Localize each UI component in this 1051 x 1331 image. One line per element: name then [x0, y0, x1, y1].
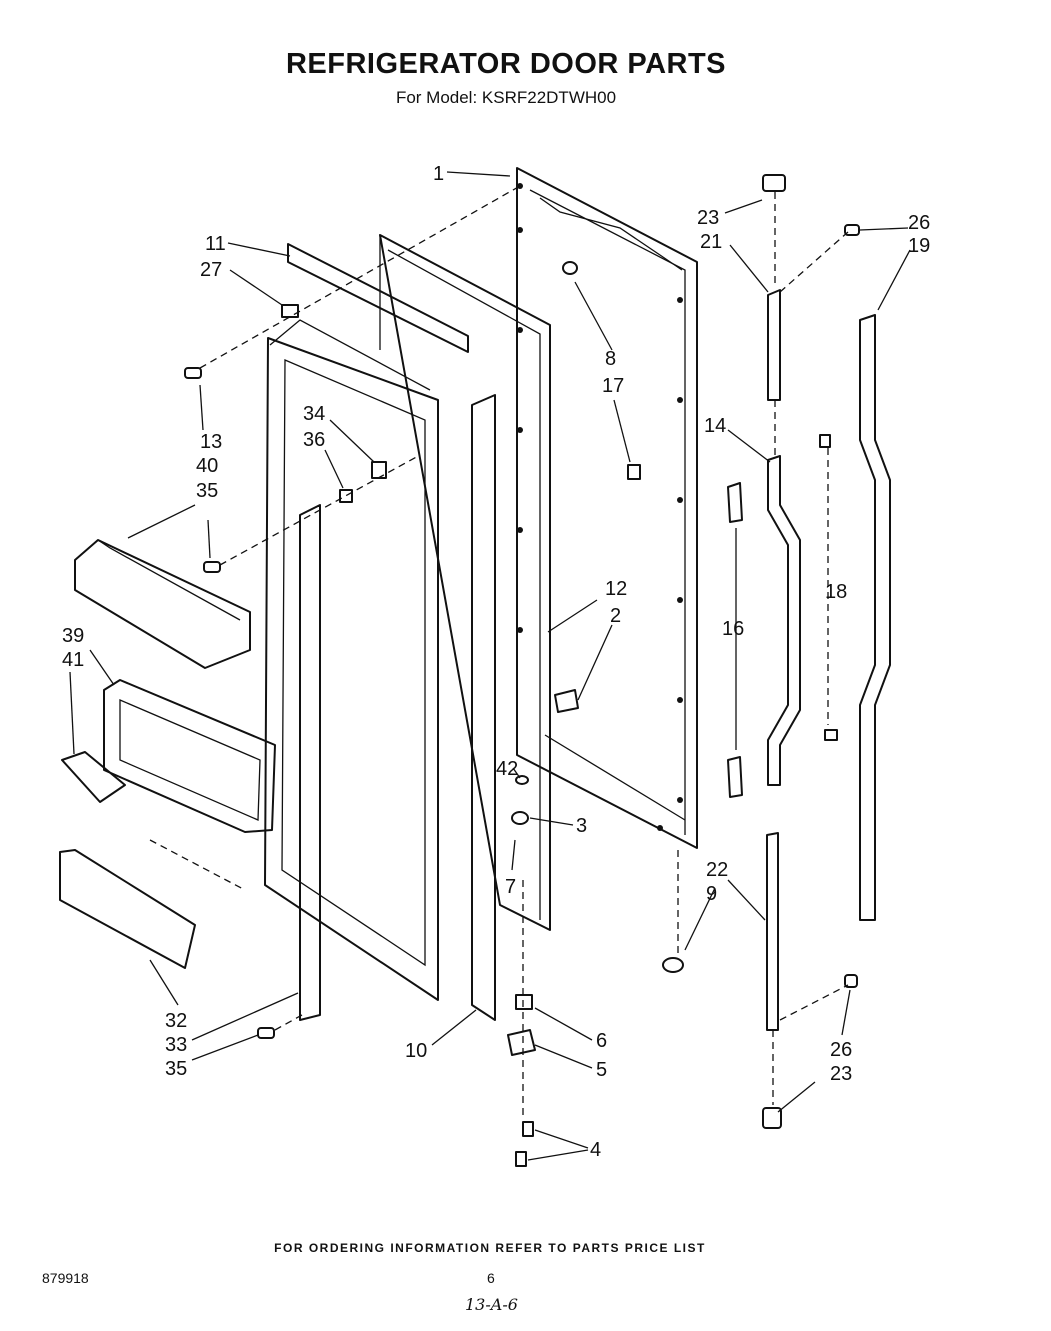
callout-26-upper: 26: [908, 212, 930, 234]
callout-7: 7: [505, 876, 516, 898]
callout-26-lower: 26: [830, 1039, 852, 1061]
door-panel-part-1: [516, 167, 698, 849]
callout-3: 3: [576, 815, 587, 837]
callout-33: 33: [165, 1034, 187, 1056]
door-bin-part-40: [74, 539, 251, 669]
callout-35-lower: 35: [165, 1058, 187, 1080]
handle-caps-part-16: [727, 482, 743, 798]
callout-41: 41: [62, 649, 84, 671]
callout-27: 27: [200, 259, 222, 281]
bottom-cover-part-32: [59, 849, 196, 969]
callout-39: 39: [62, 625, 84, 647]
handle-trim-part-19: [859, 314, 891, 921]
callout-14: 14: [704, 415, 726, 437]
inner-door-liner: [264, 319, 439, 1001]
callout-21: 21: [700, 231, 722, 253]
door-gasket-part-12: [379, 234, 551, 931]
callout-8: 8: [605, 348, 616, 370]
callout-12: 12: [605, 578, 627, 600]
handwritten-note: 13-A-6: [465, 1295, 518, 1314]
callout-4: 4: [590, 1139, 601, 1161]
callout-2: 2: [610, 605, 621, 627]
callout-11: 11: [205, 233, 226, 255]
alignment-lines: [149, 185, 849, 1120]
top-trim-part-11: [287, 243, 469, 353]
tray-part-41: [61, 751, 126, 803]
model-subtitle: For Model: KSRF22DTWH00: [395, 88, 617, 107]
callout-42: 42: [496, 758, 518, 780]
callout-40: 40: [196, 455, 218, 477]
vertical-strip-part-33: [299, 504, 321, 1021]
callout-22: 22: [706, 859, 728, 881]
callout-13: 13: [200, 431, 222, 453]
page-number: 6: [487, 1270, 495, 1286]
document-number: 879918: [42, 1270, 89, 1286]
callout-9: 9: [706, 883, 717, 905]
callout-1: 1: [433, 163, 444, 185]
leader-lines: [69, 171, 911, 1161]
callout-19: 19: [908, 235, 930, 257]
callout-32: 32: [165, 1010, 187, 1032]
callout-18: 18: [825, 581, 847, 603]
handle-part-14: [767, 455, 801, 786]
hardware-pieces: [184, 174, 860, 1167]
dispenser-housing-part-39: [103, 679, 276, 833]
callout-16: 16: [722, 618, 744, 640]
hinge-arm-part-22: [766, 832, 779, 1031]
callout-23-upper: 23: [697, 207, 719, 229]
callout-17: 17: [602, 375, 624, 397]
callout-labels: 1 11 27 13 40 35 34 36 39 41 32 33 35 10…: [62, 163, 930, 1161]
callout-36: 36: [303, 429, 325, 451]
callout-5: 5: [596, 1059, 607, 1081]
callout-6: 6: [596, 1030, 607, 1052]
page-title: REFRIGERATOR DOOR PARTS: [285, 48, 727, 80]
side-strip-part-10: [471, 394, 496, 1021]
ordering-note: FOR ORDERING INFORMATION REFER TO PARTS …: [274, 1241, 706, 1255]
callout-35-upper: 35: [196, 480, 218, 502]
hinge-arm-part-21: [767, 289, 781, 401]
callout-10: 10: [405, 1040, 427, 1062]
callout-23-lower: 23: [830, 1063, 852, 1085]
callout-34: 34: [303, 403, 325, 425]
